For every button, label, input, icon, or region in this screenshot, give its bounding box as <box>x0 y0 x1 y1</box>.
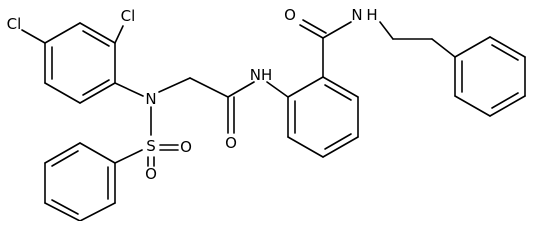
atom-label-n-sulfonamide: N <box>145 90 156 108</box>
bond-n-ethyl <box>379 21 394 40</box>
atom-label-h-benzamide: H <box>366 6 377 24</box>
atom-label-o-sulfonyl-right: O <box>180 138 192 156</box>
atom-label-o-sulfonyl-bottom: O <box>145 165 157 183</box>
bond-benzamide-co-a <box>299 24 324 39</box>
dichlorophenyl-ring <box>44 22 116 104</box>
molecule-structure-canvas: Cl Cl N S O O O NH O N H <box>6 6 526 221</box>
atom-label-n-benzamide: N <box>351 6 362 24</box>
atom-label-s-sulfonyl: S <box>146 137 156 155</box>
bond-carbonyl-nh <box>227 81 255 98</box>
bond-ch2-carbonyl <box>189 77 229 98</box>
molecule-structure-drawing: Cl Cl N S O O O NH O N H <box>7 6 526 221</box>
atom-label-o-amide: O <box>225 134 237 152</box>
atom-label-o-benzamide: O <box>284 6 296 24</box>
bond-n-ch2 <box>158 77 191 93</box>
bond-ethyl-phenyl <box>431 38 456 58</box>
atom-label-cl-left: Cl <box>7 15 22 33</box>
bond-benzamide-c-n <box>322 21 352 39</box>
bond-nh-ring <box>266 81 289 98</box>
bond-s-phenyl <box>114 149 143 164</box>
atom-label-nh-anilide: NH <box>250 66 273 84</box>
phenylsulfonyl-ring <box>44 142 116 221</box>
anthranilamide-ring <box>287 76 359 158</box>
bond-ring-n <box>114 82 144 97</box>
phenethyl-ring <box>454 36 526 117</box>
bond-benzamide-co-b <box>302 19 327 34</box>
atom-label-cl-top: Cl <box>121 7 136 25</box>
bond-ring-cl-left <box>21 29 46 44</box>
bond-ring-cl-top <box>114 25 124 44</box>
